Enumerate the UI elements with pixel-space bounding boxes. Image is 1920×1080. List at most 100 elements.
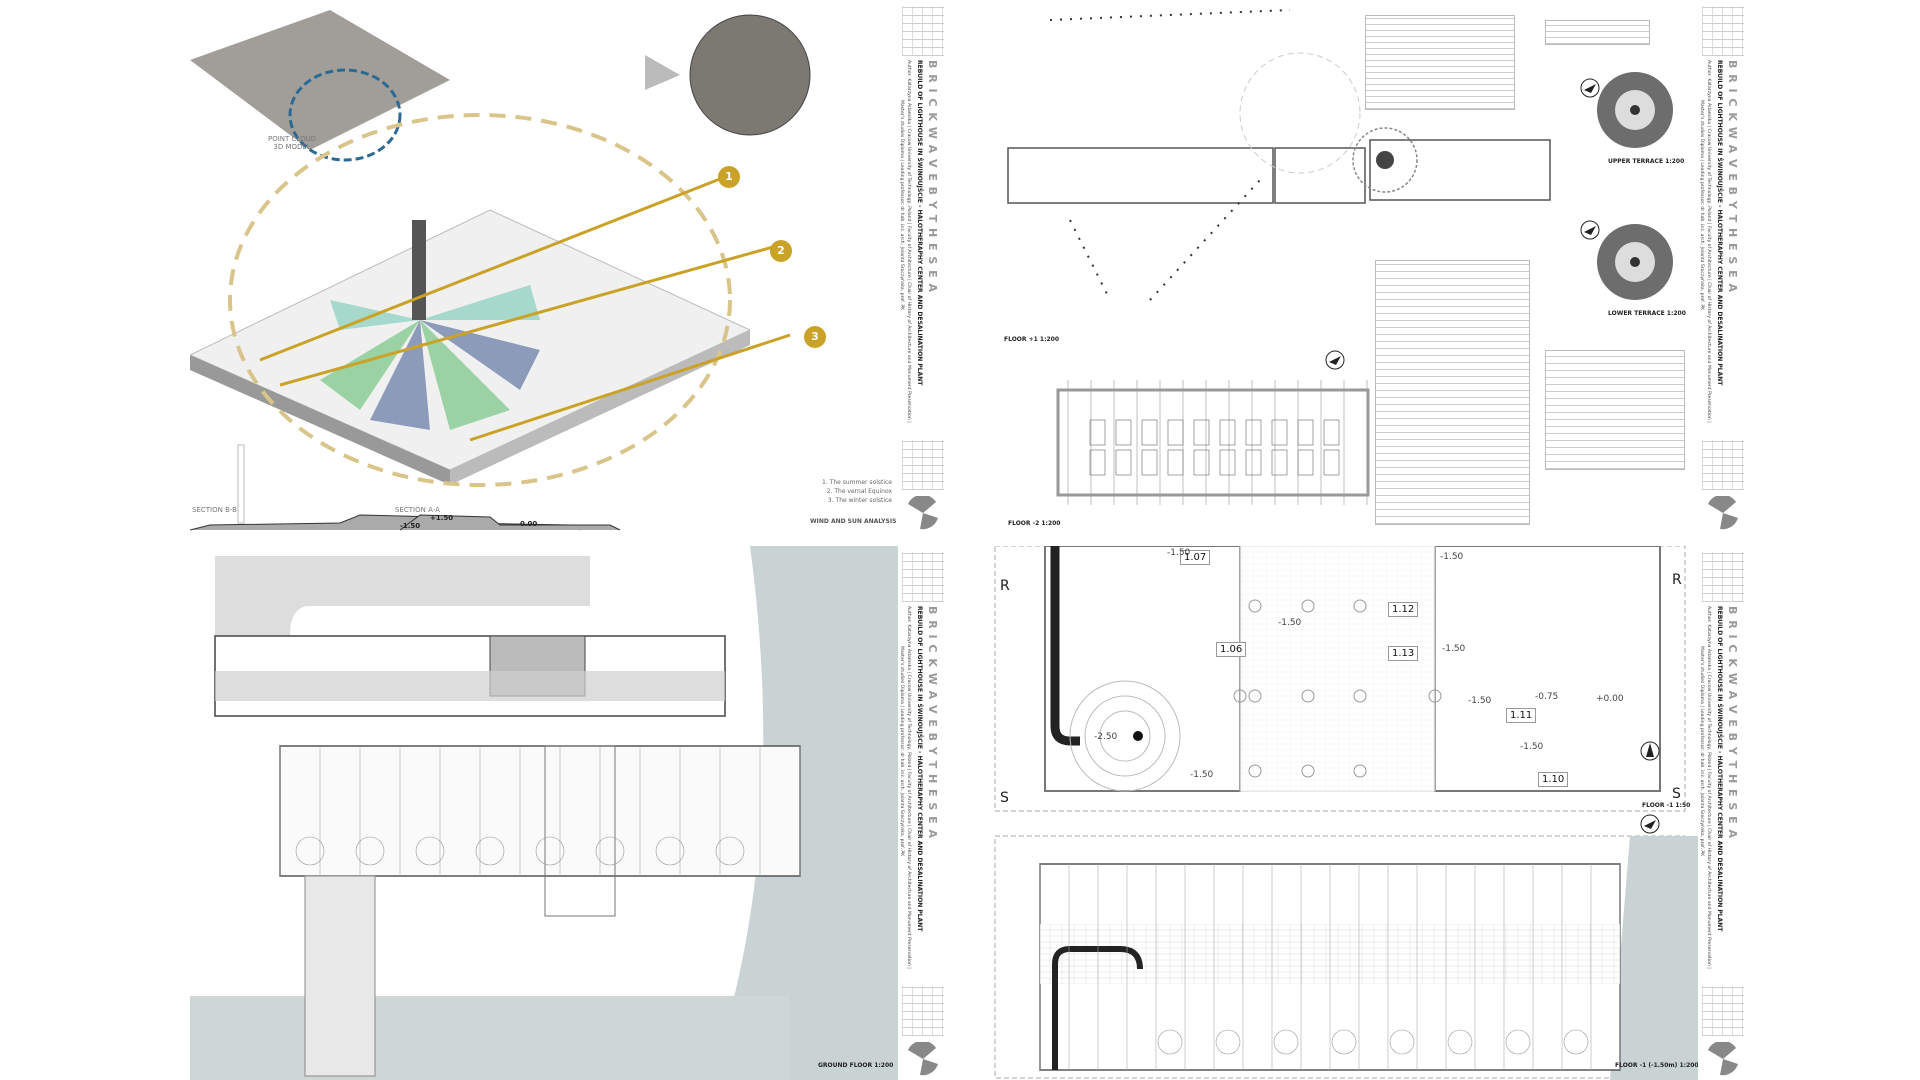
- room-outline: [1089, 449, 1106, 476]
- column: [1301, 764, 1315, 778]
- author-line-2: Master's studies Diploma | Leading profe…: [899, 646, 904, 857]
- column: [1353, 599, 1367, 613]
- pool-circle: [1447, 1029, 1473, 1055]
- room-number: 1.13: [1388, 646, 1419, 661]
- title-strip: B R I C K W A V E B Y T H E S E A REBUIL…: [1698, 546, 1748, 1080]
- section-bb-label: SECTION B-B: [192, 506, 237, 514]
- pool-circle: [715, 836, 745, 866]
- pool-circle: [1389, 1029, 1415, 1055]
- logo-icon: [908, 1042, 938, 1076]
- room-outline: [1297, 419, 1314, 446]
- detail-caption: FLOOR -1 1:50: [1642, 802, 1691, 809]
- room-outline: [1219, 449, 1236, 476]
- axis-label-s: S: [1000, 790, 1009, 806]
- column: [1428, 689, 1442, 703]
- poster-subtitle: REBUILD OF LIGHTHOUSE IN ŚWINOUJŚCIE - H…: [1716, 60, 1723, 386]
- board-floor-minus1: 1.07 1.06 1.12 1.13 1.11 1.10 -1.50 -1.5…: [990, 546, 1748, 1080]
- room-outline: [1193, 449, 1210, 476]
- zoomed-circle-view: [689, 14, 811, 136]
- room-schedule-table: [1375, 260, 1530, 525]
- column: [1353, 764, 1367, 778]
- floor-minus1-caption: FLOOR -1 (-1.50m) 1:200: [1615, 1062, 1699, 1069]
- floor-minus1-plans: [994, 546, 1698, 1080]
- author-line: Author: Katarzyna Adamska | Cracow Unive…: [906, 60, 911, 423]
- poster-subtitle: REBUILD OF LIGHTHOUSE IN ŚWINOUJŚCIE - H…: [1716, 606, 1723, 932]
- level-mark: -1.50: [1440, 552, 1464, 562]
- author-line: Author: Katarzyna Adamska | Cracow Unive…: [906, 606, 911, 969]
- wind-sun-caption: WIND AND SUN ANALYSIS: [810, 518, 897, 525]
- pool-circle: [1157, 1029, 1183, 1055]
- title-strip: B R I C K W A V E B Y T H E S E A REBUIL…: [1698, 0, 1748, 534]
- axis-label-s: S: [1672, 786, 1681, 802]
- pool-circle: [1215, 1029, 1241, 1055]
- ground-floor-caption: GROUND FLOOR 1:200: [818, 1062, 894, 1069]
- room-number: 1.12: [1388, 602, 1419, 617]
- room-schedule-table: [1545, 20, 1650, 45]
- floor-minus2-label: FLOOR -2 1:200: [1008, 520, 1061, 527]
- level-mark: -1.50: [1442, 644, 1466, 654]
- level-mark: -1.50: [1190, 770, 1214, 780]
- column: [1301, 689, 1315, 703]
- pool-circle: [1331, 1029, 1357, 1055]
- north-arrow-icon: [1580, 220, 1600, 240]
- pool-circle: [475, 836, 505, 866]
- logo-icon: [1708, 496, 1738, 530]
- room-outline: [1115, 449, 1132, 476]
- logo-icon: [1708, 1042, 1738, 1076]
- floor-plans-drawing: [1007, 9, 1673, 505]
- pier: [304, 875, 376, 1077]
- poster-title: B R I C K W A V E B Y T H E S E A: [926, 60, 939, 294]
- room-outline: [1219, 419, 1236, 446]
- room-schedule-table: [1545, 350, 1685, 470]
- column: [1353, 689, 1367, 703]
- marker-2: 2: [770, 240, 792, 262]
- pool-circle: [1505, 1029, 1531, 1055]
- sea-area: [710, 546, 898, 1080]
- section-aa-label: SECTION A-A: [395, 506, 440, 514]
- title-strip: B R I C K W A V E B Y T H E S E A REBUIL…: [898, 546, 948, 1080]
- room-outline: [1167, 419, 1184, 446]
- pool-circle: [355, 836, 385, 866]
- floor-plus1-label: FLOOR +1 1:200: [1004, 336, 1060, 343]
- room-outline: [1297, 449, 1314, 476]
- pool-circle: [1563, 1029, 1589, 1055]
- room-outline: [1245, 449, 1262, 476]
- room-outline: [1323, 449, 1340, 476]
- poster-title: B R I C K W A V E B Y T H E S E A: [926, 606, 939, 840]
- level-mark: +0.00: [1596, 694, 1624, 704]
- logo-icon: [908, 496, 938, 530]
- level-mark: -1.50: [1468, 696, 1492, 706]
- level-label: 0.00: [520, 520, 538, 528]
- room-outline: [1141, 419, 1158, 446]
- poster-subtitle: REBUILD OF LIGHTHOUSE IN ŚWINOUJŚCIE - H…: [916, 60, 923, 386]
- room-outline: [1141, 449, 1158, 476]
- pool-circle: [595, 836, 625, 866]
- axis-label-r: R: [1000, 578, 1010, 594]
- room-outline: [1167, 449, 1184, 476]
- room-number: 1.07: [1180, 550, 1211, 565]
- pool-circle: [535, 836, 565, 866]
- poster-subtitle: REBUILD OF LIGHTHOUSE IN ŚWINOUJŚCIE - H…: [916, 606, 923, 932]
- poster-title: B R I C K W A V E B Y T H E S E A: [1726, 60, 1739, 294]
- lighthouse: [412, 220, 426, 320]
- upper-terrace-label: UPPER TERRACE 1:200: [1608, 158, 1685, 165]
- north-arrow-icon: [1325, 350, 1345, 370]
- north-arrow-icon: [1640, 814, 1660, 834]
- pool-circle: [295, 836, 325, 866]
- arrow-icon: [645, 55, 680, 90]
- room-outline: [1323, 419, 1340, 446]
- board-ground-floor: GROUND FLOOR 1:200 B R I C K W A V E B Y…: [190, 546, 948, 1080]
- author-line: Author: Katarzyna Adamska | Cracow Unive…: [1706, 60, 1711, 423]
- poster-title: B R I C K W A V E B Y T H E S E A: [1726, 606, 1739, 840]
- room-outline: [1193, 419, 1210, 446]
- room-number: 1.06: [1216, 642, 1247, 657]
- level-mark: -0.75: [1535, 692, 1559, 702]
- room-outline: [1245, 419, 1262, 446]
- north-arrow-icon: [1640, 741, 1660, 761]
- pool-circle: [415, 836, 445, 866]
- level-mark: -1.50: [1278, 618, 1302, 628]
- level-label: +1.50: [430, 514, 454, 522]
- board-floor-plans-upper: UPPER TERRACE 1:200 LOWER TERRACE 1:200 …: [990, 0, 1748, 534]
- author-line-2: Master's studies Diploma | Leading profe…: [1699, 100, 1704, 311]
